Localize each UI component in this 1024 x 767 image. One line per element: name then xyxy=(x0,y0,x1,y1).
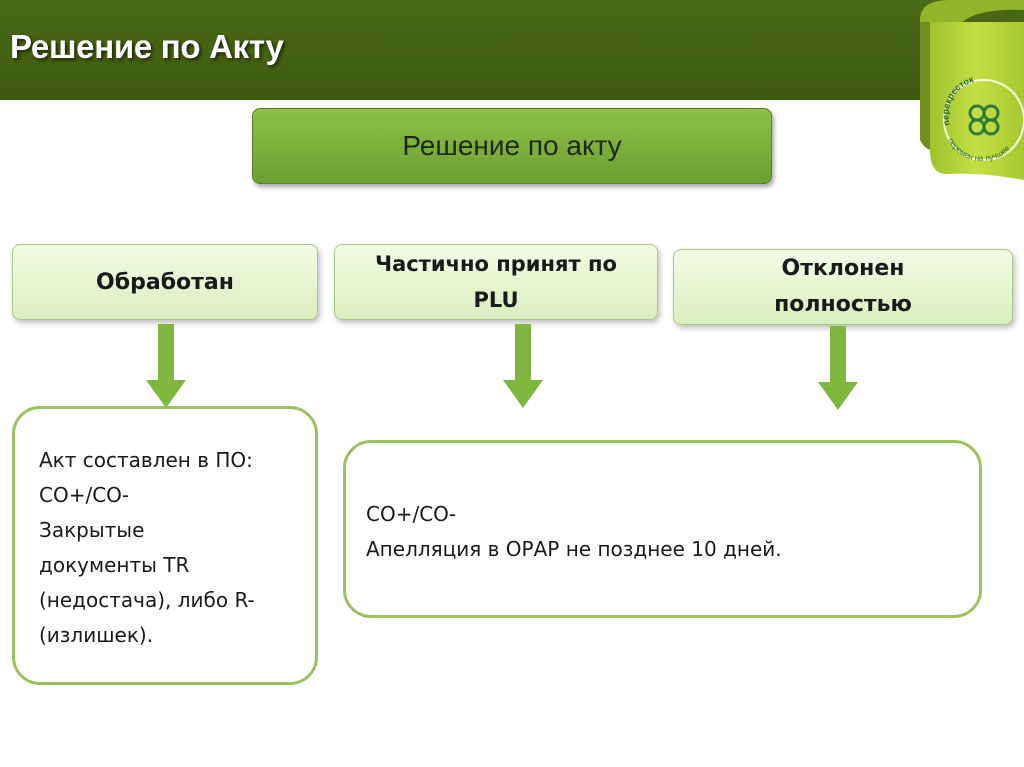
category-rejected: Отклонен полностью xyxy=(673,249,1013,325)
note-processed: Акт составлен в ПО: СО+/СО- Закрытые док… xyxy=(12,406,318,685)
note-line: документы TR xyxy=(39,553,190,577)
note-line: СО+/СО- xyxy=(39,483,130,507)
category-label-line: Частично принят по xyxy=(375,252,617,276)
down-arrow-icon xyxy=(818,326,858,410)
note-line: Акт составлен в ПО: xyxy=(39,448,253,472)
brand-ribbon-logo: перекресток перемен на лучшее xyxy=(920,0,1024,180)
category-partially-accepted: Частично принят по PLU xyxy=(334,244,658,320)
down-arrow-icon xyxy=(503,324,543,408)
note-line: (излишек). xyxy=(39,623,154,647)
note-line: (недостача), либо R- xyxy=(39,588,255,612)
clover-icon xyxy=(968,104,1000,136)
note-line: Апелляция в ОРАР не позднее 10 дней. xyxy=(366,537,782,561)
page-title: Решение по Акту xyxy=(10,28,284,65)
decision-root-box: Решение по акту xyxy=(252,108,772,184)
note-line: СО+/СО- xyxy=(366,502,457,526)
note-line: Закрытые xyxy=(39,518,145,542)
category-processed: Обработан xyxy=(12,244,318,320)
category-label-line: Обработан xyxy=(96,269,234,295)
category-label-line: Отклонен xyxy=(781,256,905,281)
header-bar: Решение по Акту xyxy=(0,0,1024,100)
note-partial-and-rejected: СО+/СО- Апелляция в ОРАР не позднее 10 д… xyxy=(343,440,982,618)
category-label-line: полностью xyxy=(774,292,912,317)
category-label-line: PLU xyxy=(473,288,519,312)
down-arrow-icon xyxy=(146,324,186,408)
